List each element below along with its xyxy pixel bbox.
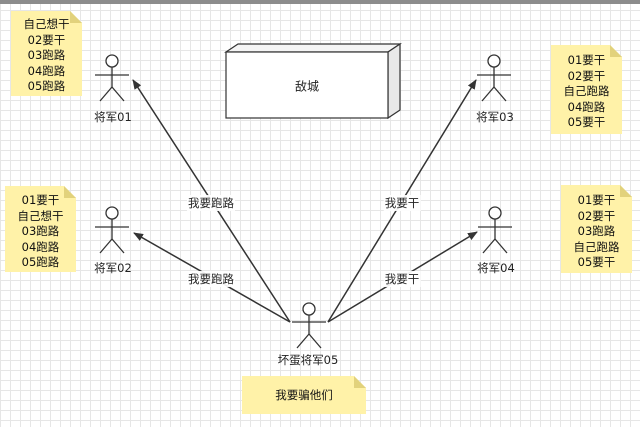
general05-note[interactable]: 我要骗他们: [242, 376, 366, 414]
general03-figure[interactable]: [477, 54, 511, 102]
edge-label-to-general02: 我要跑路: [187, 271, 235, 287]
note-line: 02要干: [577, 208, 616, 223]
note-line: 01要干: [567, 53, 606, 67]
general02-note[interactable]: 01要干 自己想干 03跑路 04跑路 05跑路: [5, 186, 76, 272]
note-line: 01要干: [21, 193, 60, 207]
enemy-city-box[interactable]: [224, 42, 402, 120]
edge-label-to-general03: 我要干: [383, 195, 421, 211]
note-line: 03跑路: [577, 224, 616, 238]
edge-label-to-general04: 我要干: [383, 271, 421, 287]
edge-label-to-general01: 我要跑路: [187, 195, 235, 211]
note-line: 04跑路: [27, 63, 66, 78]
note-line: 自己跑路: [573, 239, 620, 254]
note-line: 04跑路: [567, 99, 606, 114]
note-line: 自己跑路: [563, 84, 610, 98]
note-text: 我要骗他们: [275, 388, 333, 402]
general04-label: 将军04: [477, 261, 515, 275]
general04-note[interactable]: 01要干 02要干 03跑路 自己跑路 05要干: [561, 185, 632, 273]
general01-note[interactable]: 自己想干 02要干 03跑路 04跑路 05跑路: [11, 11, 82, 96]
note-line: 03跑路: [27, 48, 66, 62]
general03-note[interactable]: 01要干 02要干 自己跑路 04跑路 05要干: [551, 45, 622, 134]
general03-label: 将军03: [476, 110, 514, 124]
enemy-city-label: 敌城: [294, 79, 320, 94]
note-line: 自己想干: [23, 17, 70, 31]
note-line: 04跑路: [21, 239, 60, 254]
note-line: 02要干: [27, 32, 66, 47]
general05-figure[interactable]: [292, 302, 326, 349]
general01-figure[interactable]: [95, 54, 129, 102]
general02-figure[interactable]: [95, 206, 129, 254]
note-line: 自己想干: [17, 208, 64, 223]
note-line: 03跑路: [21, 224, 60, 238]
general04-figure[interactable]: [478, 206, 512, 254]
general01-label: 将军01: [94, 110, 132, 124]
note-line: 05跑路: [21, 255, 60, 269]
note-line: 05跑路: [27, 79, 66, 93]
note-line: 05要干: [577, 255, 616, 269]
note-line: 05要干: [567, 115, 606, 129]
note-line: 01要干: [577, 193, 616, 207]
note-line: 02要干: [567, 68, 606, 83]
window-top-bar: [0, 0, 640, 4]
general02-label: 将军02: [94, 261, 132, 275]
general05-label: 坏蛋将军05: [277, 353, 339, 367]
